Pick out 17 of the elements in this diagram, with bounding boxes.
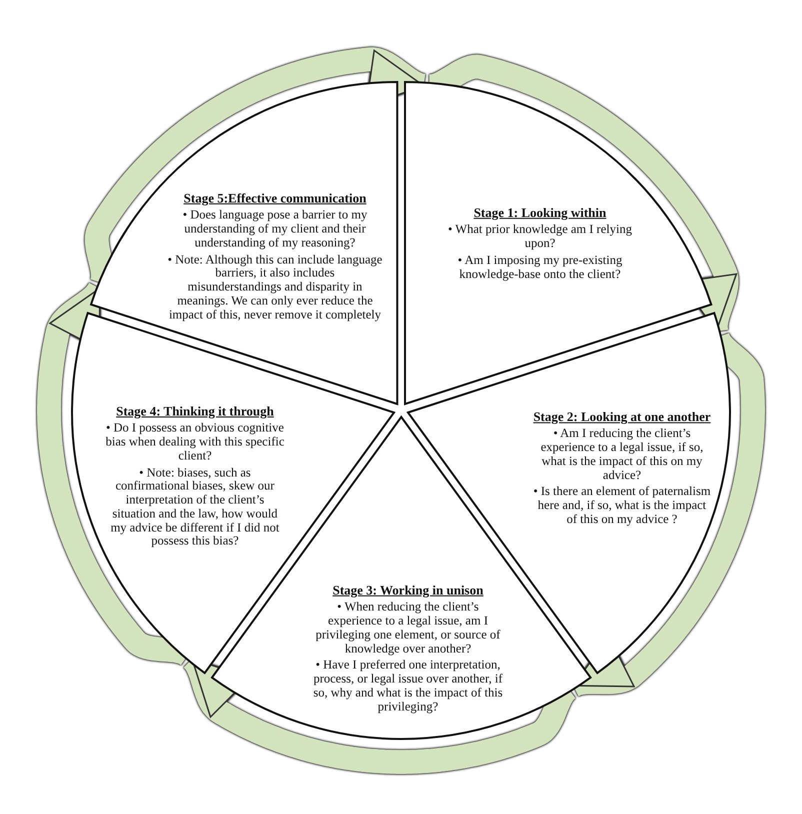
stage-heading: Stage 3: Working in unison xyxy=(332,583,484,598)
bullet-point: • Note: biases, such as confirmational biases, skew our interpretation of the client’s situation and the law, how would my advice be different if I did not possess this bias? xyxy=(110,466,280,548)
bullet-point: • Am I reducing the client’s experience to a legal issue, if so, what is the impact of this on my advice? xyxy=(540,428,704,482)
stage-heading: Stage 5:Effective communication xyxy=(184,191,366,206)
stage-heading: Stage 2: Looking at one another xyxy=(533,410,711,424)
pie-segment xyxy=(90,82,397,404)
bullet-point: • Do I possess an obvious cognitive bias when dealing with this specific client? xyxy=(104,422,285,463)
pie-segment xyxy=(405,82,712,404)
bullet-point: • Does language pose a barrier to my understanding of my client and their understanding of my reasoning? xyxy=(182,208,368,250)
bullet-point: • Is there an element of paternalism here and, if so, what is the impact of this on my advice ? xyxy=(532,486,712,527)
stage-heading: Stage 1: Looking within xyxy=(474,206,606,220)
bullet-point: • Note: Although this can include language barriers, it also includes misunderstandings and disparity in meanings. We can only ever reduce the impact of this, never remove it completely xyxy=(167,252,382,322)
stage-heading: Stage 4: Thinking it through xyxy=(116,404,274,419)
bullet-point: • Am I imposing my pre-existing knowledge-base onto the client? xyxy=(456,254,624,282)
bullet-point: • When reducing the client’s experience to a legal issue, am I privileging one element, or source of knowledge over another? xyxy=(314,600,502,656)
bullet-point: • Have I preferred one interpretation, process, or legal issue over another, if so, why and what is the impact of this privileging? xyxy=(312,658,503,714)
bullet-point: • What prior knowledge am I relying upon? xyxy=(447,223,633,251)
